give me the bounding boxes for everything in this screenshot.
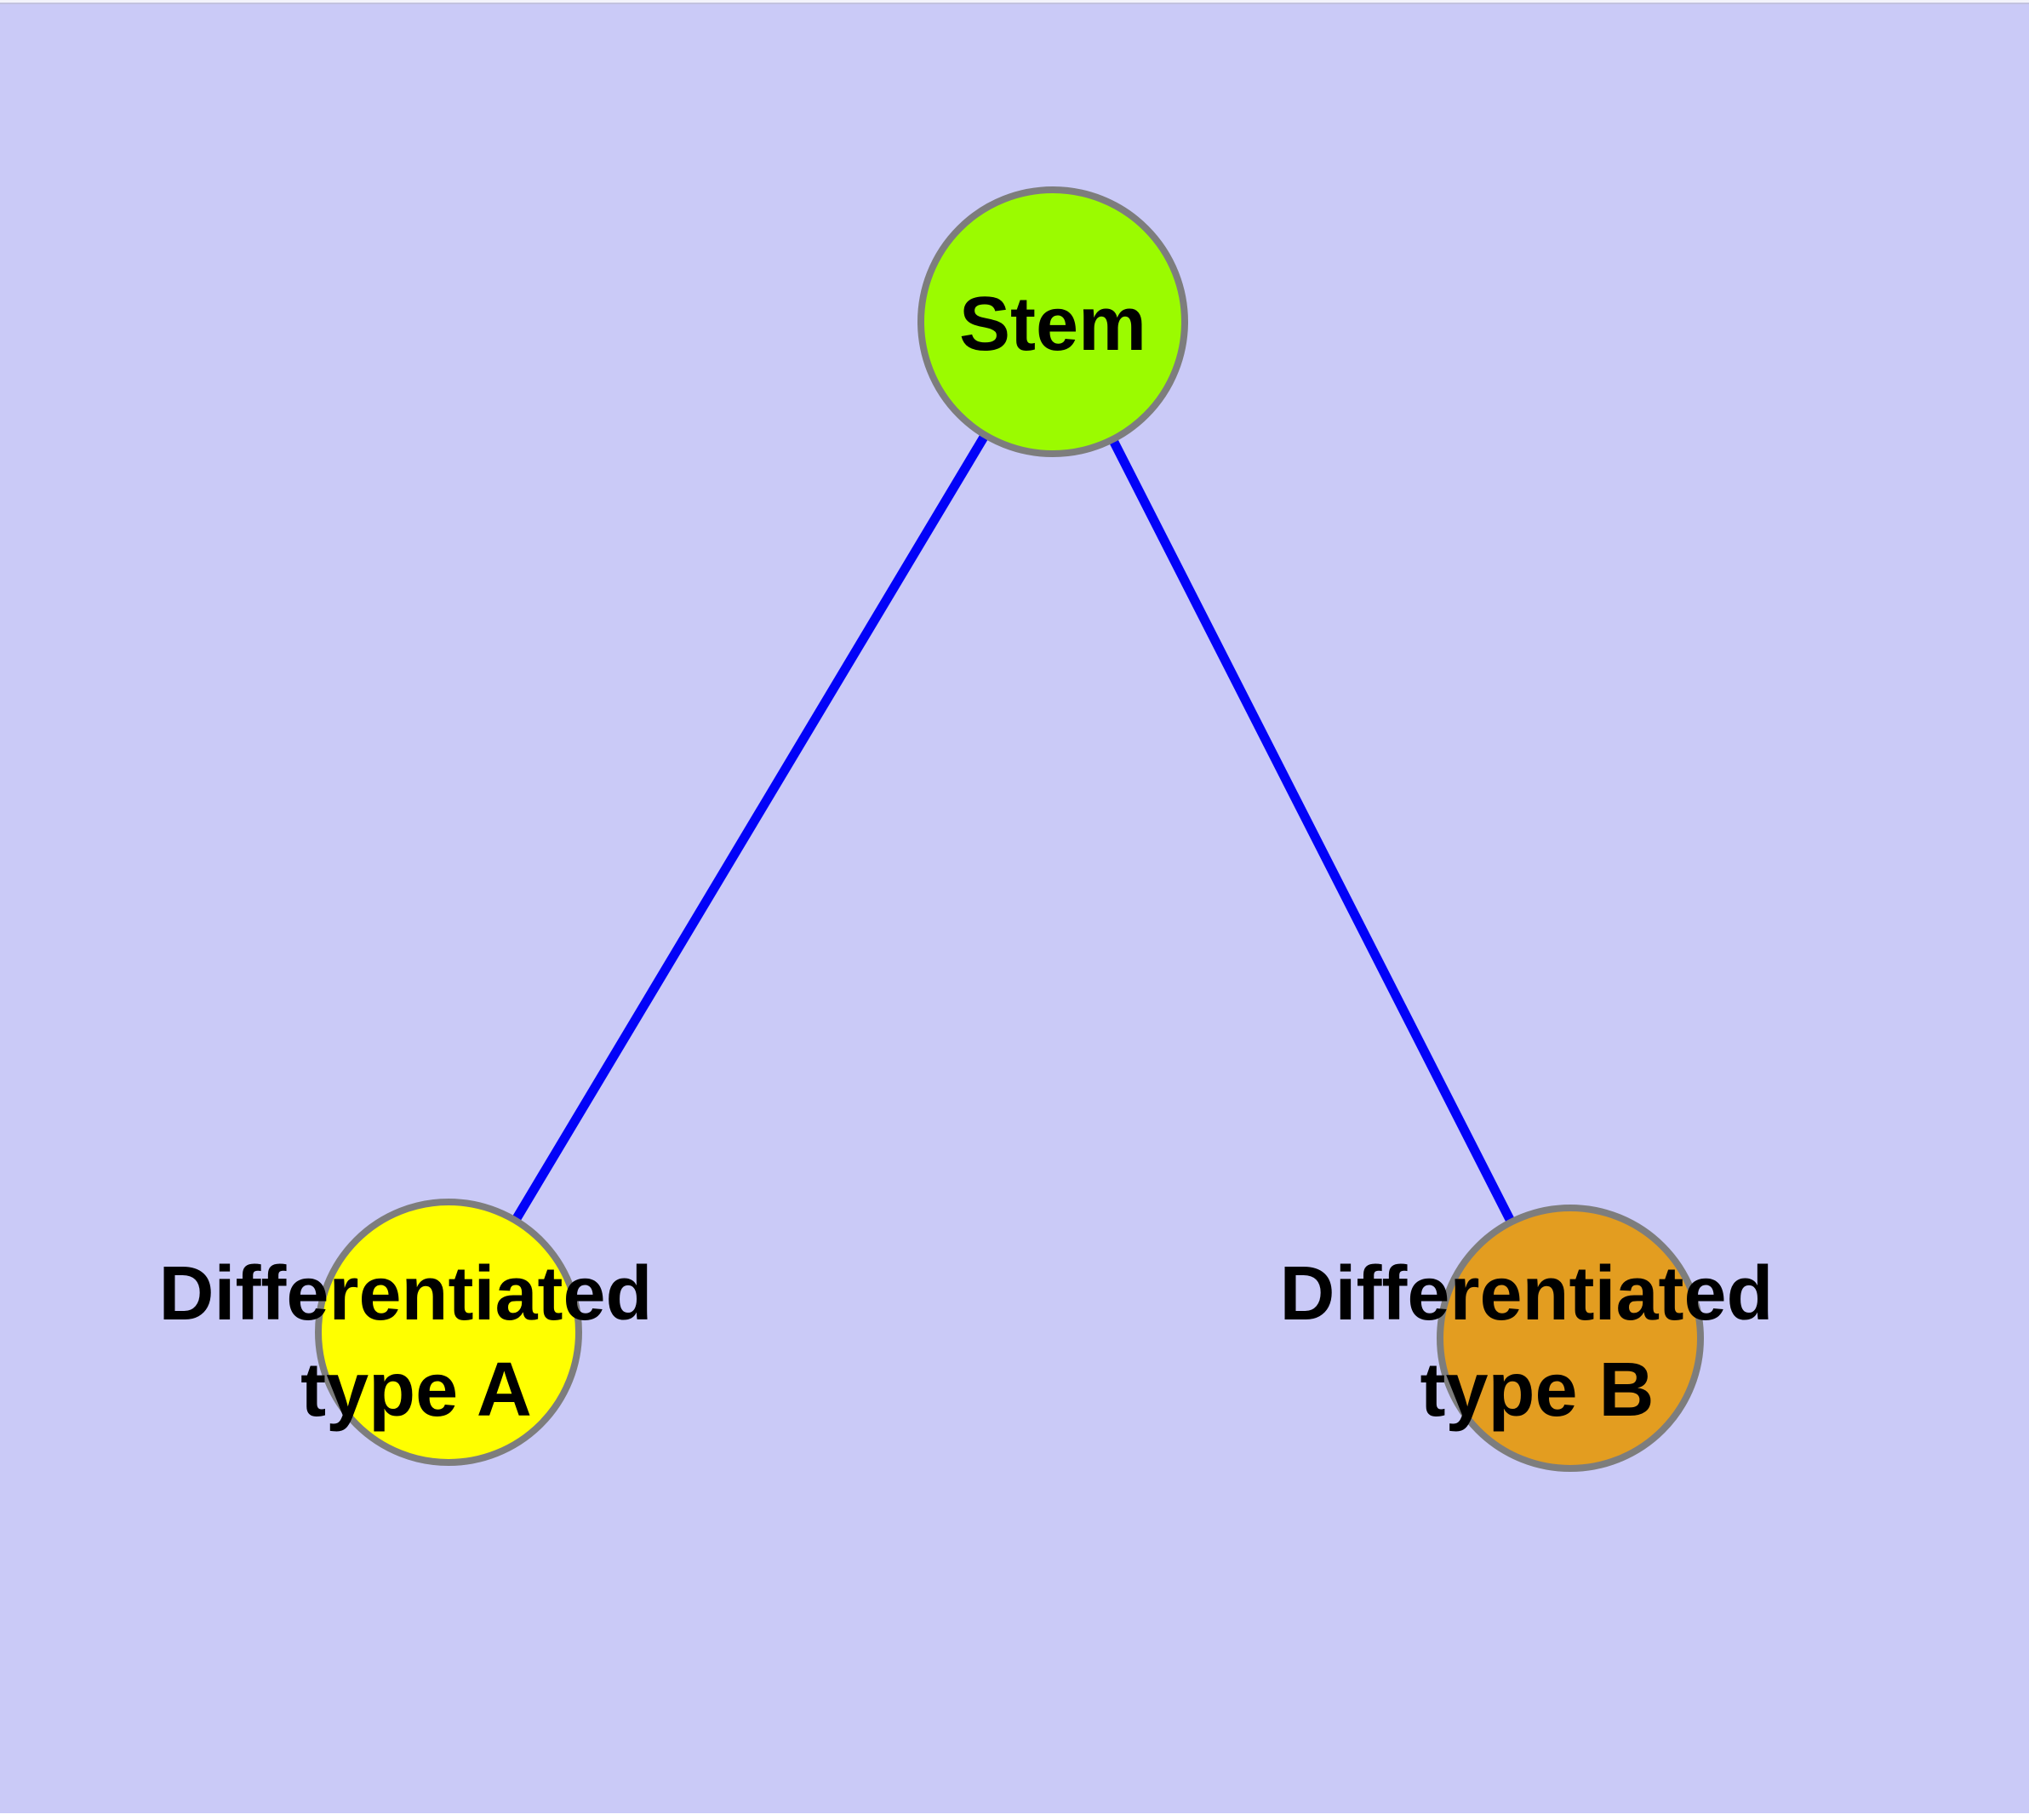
node-type-b-label-line2: type B [1420,1348,1654,1433]
node-labels: Stem Differentiated type A Differentiate… [158,282,1794,1433]
node-type-a-label-line1: Differentiated [158,1251,652,1336]
edge-stem-to-type-a [444,319,1057,1335]
top-margin [0,0,2029,3]
node-stem-label: Stem [959,282,1146,367]
nodes [315,186,1704,1472]
node-type-b-label: Differentiated type B [1279,1251,1794,1433]
top-margin-line [0,3,2029,4]
bottom-margin [0,1813,2029,1820]
edges [444,319,1575,1341]
node-type-a-label-line2: type A [300,1348,532,1433]
node-type-a-label: Differentiated type A [158,1251,673,1433]
node-type-b-circle [1437,1205,1704,1472]
node-type-b-label-line1: Differentiated [1279,1251,1773,1336]
edge-stem-to-type-b [1049,319,1575,1341]
node-stem-circle [917,186,1188,457]
node-type-a-circle [315,1199,582,1466]
